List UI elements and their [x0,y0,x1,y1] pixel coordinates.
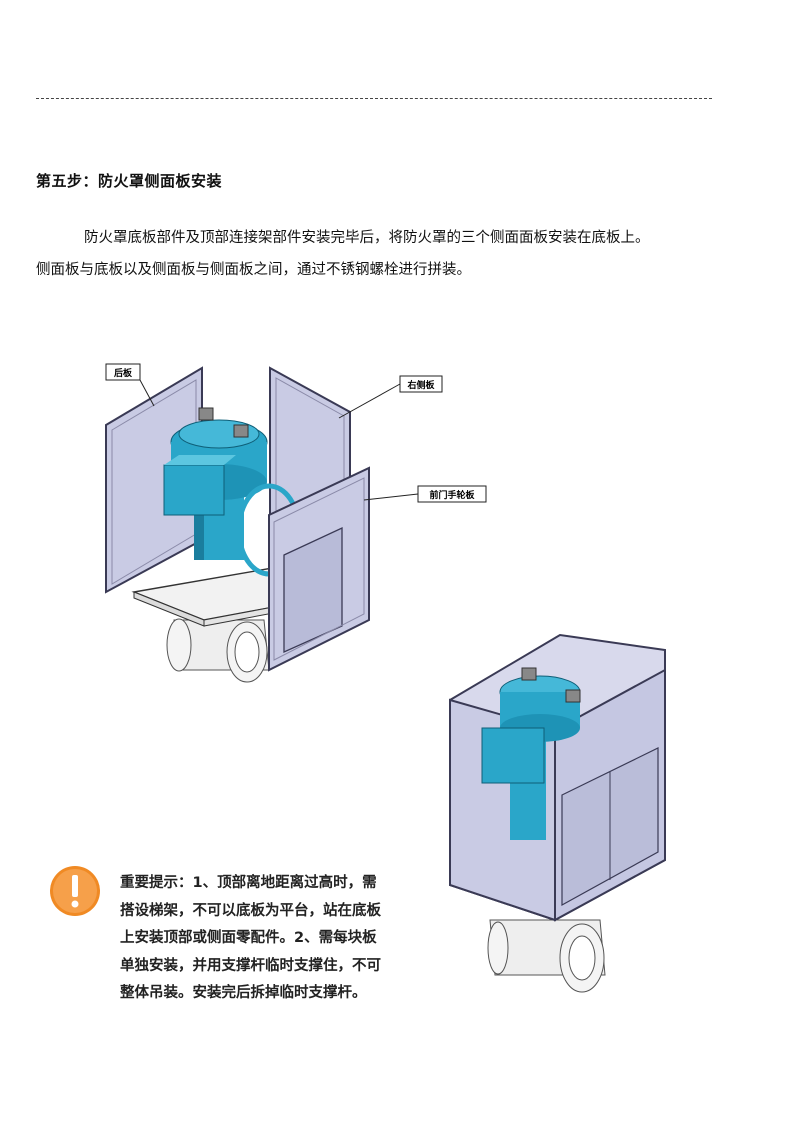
section-divider [36,98,712,99]
svg-text:右侧板: 右侧板 [406,379,435,391]
svg-text:后板: 后板 [114,367,133,379]
front-door-handwheel-panel [268,466,370,672]
enclosure-box [449,633,666,922]
exploded-assembly-figure: 后板 右侧板 前门手轮板 [54,330,504,692]
label-front-door-panel: 前门手轮板 [363,485,487,503]
label-right-panel: 右侧板 [338,375,443,419]
valve-actuator [481,667,581,840]
assembled-enclosure-figure [440,630,680,1010]
instruction-paragraph: 防火罩底板部件及顶部连接架部件安装完毕后，将防火罩的三个侧面面板安装在底板上。 … [36,222,726,286]
paragraph-line-1: 防火罩底板部件及顶部连接架部件安装完毕后，将防火罩的三个侧面面板安装在底板上。 [84,230,650,246]
valve-actuator [163,407,302,577]
paragraph-line-2: 侧面板与底板以及侧面板与侧面板之间，通过不锈钢螺栓进行拼装。 [36,262,471,278]
pipe-body [487,919,606,993]
label-back-panel: 后板 [105,363,155,407]
step-title: 第五步：防火罩侧面板安装 [36,172,223,190]
exclamation-icon [48,864,102,918]
pipe-body [166,618,270,683]
svg-text:前门手轮板: 前门手轮板 [429,489,475,501]
important-note-text: 重要提示：1、顶部离地距离过高时，需搭设梯架，不可以底板为平台，站在底板上安装顶… [120,875,381,1001]
